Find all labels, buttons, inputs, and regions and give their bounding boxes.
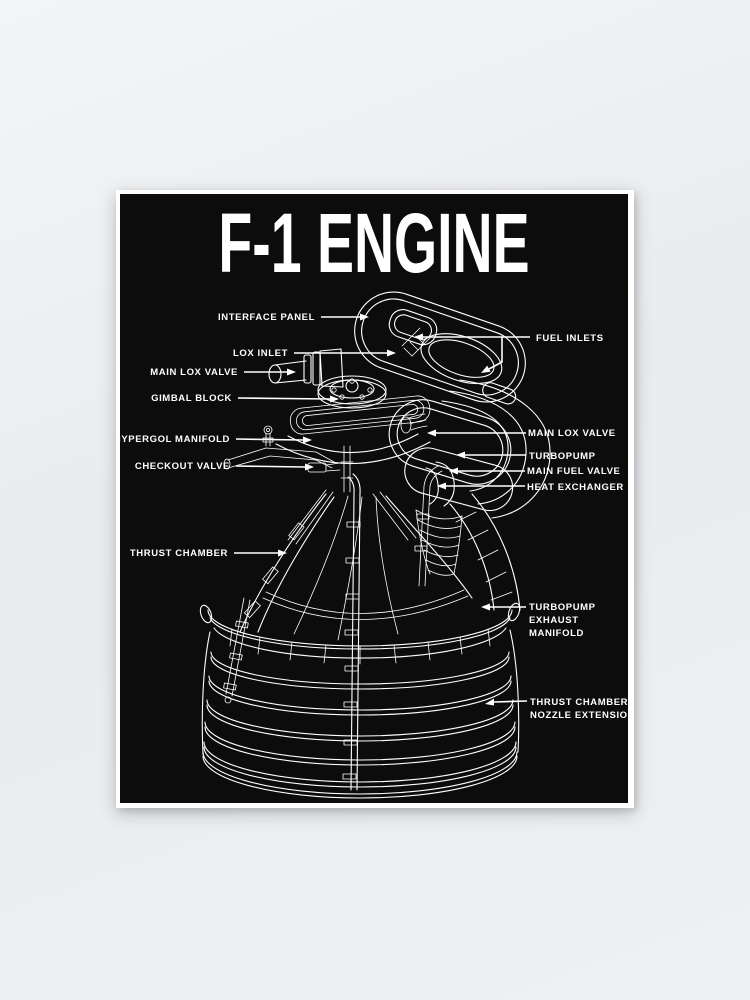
leader-turbopump-exhaust-manifold [481, 603, 526, 611]
leader-fuel-inlets [414, 333, 530, 373]
leader-thrust-chamber [234, 549, 287, 557]
arrowhead-icon [449, 467, 458, 475]
exhaust-manifold-art [199, 602, 521, 665]
nozzle-extension-art [201, 629, 520, 799]
arrowhead-icon [414, 333, 423, 341]
label-interface-panel: INTERFACE PANEL [218, 312, 315, 323]
svg-text:NOZZLE EXTENSION: NOZZLE EXTENSION [530, 710, 628, 721]
heat-exchanger-art [415, 509, 463, 576]
leader-lines [234, 313, 530, 706]
arrowhead-icon [305, 463, 314, 471]
arrowhead-icon [481, 603, 490, 611]
poster-sheet: F-1 ENGINE [116, 190, 634, 808]
labels: INTERFACE PANEL LOX INLET MAIN LOX VALVE… [120, 312, 628, 721]
mount-plate-art [289, 395, 431, 435]
arrowhead-icon [481, 365, 491, 373]
label-main-lox-valve-left: MAIN LOX VALVE [150, 367, 238, 378]
label-thrust-chamber: THRUST CHAMBER [130, 548, 228, 559]
label-checkout-valve: CHECKOUT VALVE [135, 461, 230, 472]
label-main-lox-valve-right: MAIN LOX VALVE [528, 428, 616, 439]
label-hypergol-manifold: HYPERGOL MANIFOLD [120, 434, 230, 445]
main-fuel-valve-art [425, 461, 455, 507]
leader-turbopump [456, 451, 526, 459]
label-heat-exchanger: HEAT EXCHANGER [527, 482, 624, 493]
poster-title: F-1 ENGINE [218, 196, 530, 290]
arrowhead-icon [485, 698, 494, 706]
lox-inlet-art [401, 327, 431, 357]
exhaust-duct-art [449, 493, 521, 611]
drain-pipe-art [223, 597, 251, 704]
leader-hypergol-manifold [235, 436, 312, 444]
engine-illustration [199, 291, 551, 799]
arrowhead-icon [427, 429, 436, 437]
svg-text:TURBOPUMP: TURBOPUMP [529, 602, 596, 613]
center-pipes-art [340, 445, 354, 493]
label-thrust-chamber-nozzle-extension: THRUST CHAMBER NOZZLE EXTENSION [530, 697, 628, 721]
center-fuel-line-art [342, 473, 361, 791]
arrowhead-icon [387, 349, 396, 357]
arrowhead-icon [360, 313, 369, 321]
interface-panel-art [354, 291, 526, 405]
svg-text:THRUST CHAMBER: THRUST CHAMBER [530, 697, 628, 708]
arrowhead-icon [303, 436, 312, 444]
turbopump-art [388, 399, 514, 512]
engine-diagram: INTERFACE PANEL LOX INLET MAIN LOX VALVE… [120, 291, 628, 799]
leader-lox-inlet [294, 349, 396, 357]
arrowhead-icon [278, 549, 287, 557]
leader-main-lox-valve-right [427, 429, 526, 437]
thrust-chamber-art [239, 493, 473, 641]
gimbal-block-art [317, 375, 387, 409]
label-gimbal-block: GIMBAL BLOCK [151, 393, 232, 404]
strut-art [287, 489, 417, 545]
arrowhead-icon [456, 451, 465, 459]
fuel-duct-art [441, 379, 551, 519]
svg-text:EXHAUST: EXHAUST [529, 615, 579, 626]
lox-dome-art [275, 433, 431, 465]
arrowhead-icon [287, 368, 296, 376]
leader-interface-panel [321, 313, 369, 321]
label-turbopump-exhaust-manifold: TURBOPUMP EXHAUST MANIFOLD [529, 602, 596, 639]
label-main-fuel-valve: MAIN FUEL VALVE [527, 466, 620, 477]
poster-print-area: F-1 ENGINE [120, 194, 628, 803]
label-turbopump: TURBOPUMP [529, 451, 596, 462]
arrowhead-icon [330, 395, 339, 403]
label-fuel-inlets: FUEL INLETS [536, 333, 604, 344]
leader-heat-exchanger [437, 482, 525, 490]
leader-main-fuel-valve [449, 467, 525, 475]
label-lox-inlet: LOX INLET [233, 348, 288, 359]
leader-nozzle-extension [485, 698, 528, 706]
arrowhead-icon [437, 482, 446, 490]
leader-gimbal-block [237, 395, 339, 403]
secondary-pipe-art [414, 465, 443, 587]
leader-main-lox-valve-left [244, 368, 296, 376]
main-lox-valve-left-art [268, 348, 344, 388]
leader-checkout-valve [235, 463, 314, 471]
svg-text:MANIFOLD: MANIFOLD [529, 628, 584, 639]
